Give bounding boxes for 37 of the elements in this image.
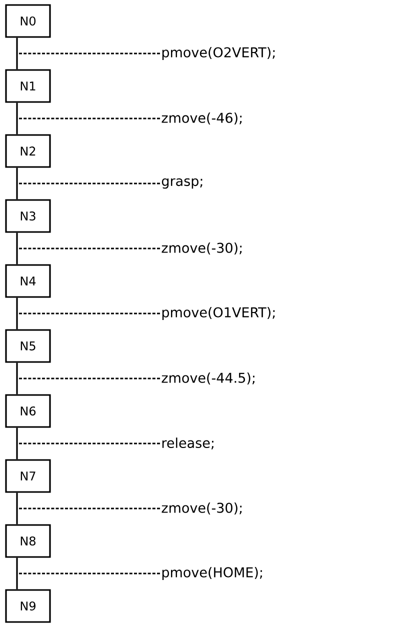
state-box: N6 xyxy=(5,394,51,428)
command-label: zmove(-44.5); xyxy=(162,372,254,385)
leader-line xyxy=(17,118,160,120)
state-box: N1 xyxy=(5,69,51,103)
state-box: N9 xyxy=(5,589,51,623)
connector-line xyxy=(16,232,18,264)
state-box: N7 xyxy=(5,459,51,493)
leader-line xyxy=(17,52,160,54)
leader-line xyxy=(17,312,160,314)
connector-line xyxy=(16,298,18,330)
connector-line xyxy=(16,102,18,134)
command-label: zmove(-46); xyxy=(162,112,242,125)
connector-line xyxy=(16,558,18,590)
connector-line xyxy=(16,168,18,200)
command-label: pmove(O2VERT); xyxy=(162,46,275,60)
leader-line xyxy=(17,378,160,380)
connector-line xyxy=(16,362,18,394)
leader-line xyxy=(17,182,160,184)
state-box: N8 xyxy=(5,524,51,558)
leader-line xyxy=(17,248,160,250)
state-box: N5 xyxy=(5,329,51,363)
connector-line xyxy=(16,492,18,524)
connector-line xyxy=(16,38,18,70)
command-label: release; xyxy=(162,438,214,450)
command-label: grasp; xyxy=(162,178,202,189)
connector-line xyxy=(16,428,18,460)
leader-line xyxy=(17,508,160,510)
state-box: N3 xyxy=(5,199,51,233)
command-label: pmove(O1VERT); xyxy=(162,306,275,320)
state-box: N2 xyxy=(5,134,51,168)
command-label: zmove(-30); xyxy=(162,242,242,255)
command-label: zmove(-30); xyxy=(162,502,242,514)
state-box: N4 xyxy=(5,264,51,298)
leader-line xyxy=(17,572,160,574)
command-label: pmove(HOME); xyxy=(162,566,262,580)
state-box: N0 xyxy=(5,4,51,38)
leader-line xyxy=(17,442,160,444)
